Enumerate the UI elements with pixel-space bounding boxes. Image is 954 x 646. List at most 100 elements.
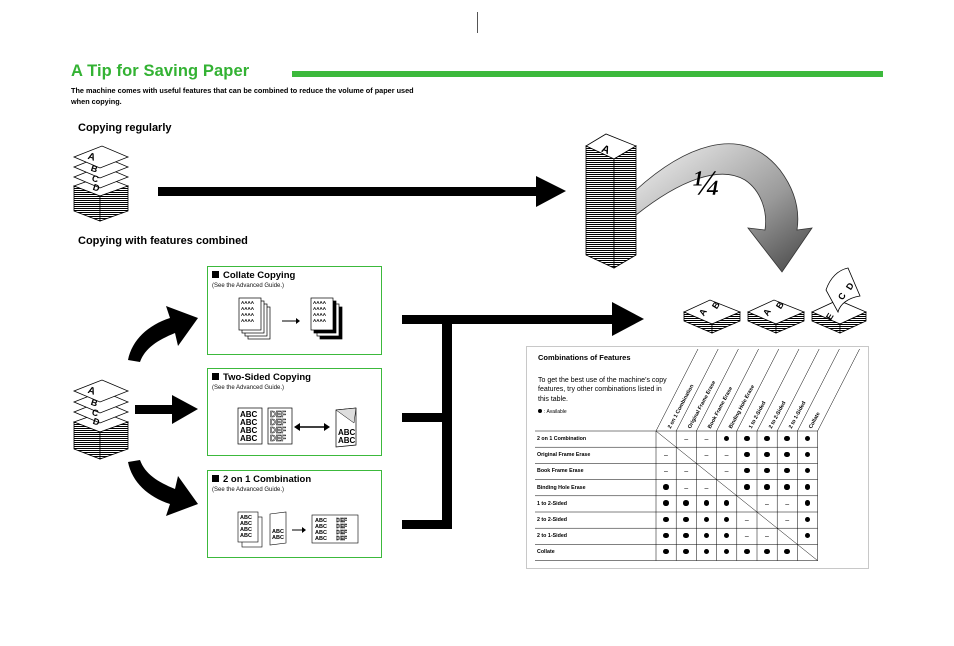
page-crop-mark: [477, 12, 478, 33]
available-dot-icon: [797, 512, 817, 528]
svg-text:B: B: [710, 299, 722, 310]
two-on-one-box: 2 on 1 Combination (See the Advanced Gui…: [207, 470, 382, 558]
svg-text:ABC: ABC: [240, 410, 258, 419]
available-dot-icon: [737, 447, 757, 463]
svg-text:ABC: ABC: [272, 529, 284, 535]
available-dot-icon: [717, 528, 737, 544]
available-dot-icon: [797, 447, 817, 463]
available-dot-icon: [676, 512, 696, 528]
svg-text:DEF: DEF: [336, 524, 348, 530]
svg-text:DEF: DEF: [270, 434, 286, 443]
svg-text:DEF: DEF: [270, 410, 286, 419]
available-dot-icon: [696, 544, 716, 560]
svg-text:ABC: ABC: [240, 521, 252, 527]
svg-text:D: D: [844, 280, 856, 291]
svg-text:DEF: DEF: [336, 518, 348, 524]
output-stack-1: A B: [683, 299, 742, 334]
svg-text:DEF: DEF: [336, 536, 348, 542]
combo-row-label: 1 to 2-Sided: [537, 500, 568, 507]
merge-bracket: [402, 302, 644, 529]
svg-text:A: A: [86, 385, 96, 398]
unavailable-dash: –: [724, 452, 729, 460]
available-dot-icon: [737, 431, 757, 447]
unavailable-dash: –: [684, 468, 689, 476]
original-stack-top: A B C D: [72, 145, 130, 222]
feature-arrows: [128, 306, 198, 516]
svg-text:DEF: DEF: [270, 418, 286, 427]
combo-row-label: Original Frame Erase: [537, 452, 591, 459]
output-stack-3: E C D: [811, 267, 867, 334]
svg-text:D: D: [92, 182, 102, 194]
fraction-label: ¼: [692, 163, 719, 203]
svg-text:AAAA: AAAA: [313, 306, 327, 311]
combinations-description: To get the best use of the machine’s cop…: [538, 377, 667, 403]
original-stack-combined: A B C D: [72, 379, 130, 460]
collate-copying-box: Collate Copying (See the Advanced Guide.…: [207, 266, 382, 355]
two-sided-copying-ref: (See the Advanced Guide.): [212, 385, 285, 391]
svg-text:AAAA: AAAA: [313, 318, 327, 323]
unavailable-dash: –: [744, 517, 749, 524]
available-dot-icon: [656, 496, 676, 512]
tall-output-stack: A: [585, 133, 637, 269]
svg-text:E: E: [824, 311, 836, 321]
available-dot-icon: [717, 496, 737, 512]
page-title: A Tip for Saving Paper: [71, 62, 250, 80]
available-dot-icon: [676, 544, 696, 560]
combo-row-label: Binding Hole Erase: [537, 484, 586, 491]
unavailable-dash: –: [785, 517, 790, 524]
unavailable-dash: –: [724, 468, 729, 476]
section-copying-combined: Copying with features combined: [78, 235, 248, 247]
available-dot-icon: [696, 528, 716, 544]
available-dot-icon: [676, 528, 696, 544]
available-dot-icon: [757, 431, 777, 447]
svg-text:AAAA: AAAA: [313, 312, 327, 317]
unavailable-dash: –: [664, 452, 668, 460]
svg-text:AAAA: AAAA: [241, 306, 255, 311]
svg-text:ABC: ABC: [240, 434, 258, 443]
svg-text:ABC: ABC: [338, 436, 356, 445]
available-dot-icon: [797, 528, 817, 544]
svg-text:A: A: [86, 151, 96, 164]
svg-text:B: B: [90, 163, 100, 175]
two-on-one-title: 2 on 1 Combination: [212, 474, 311, 485]
title-underline: [292, 71, 883, 77]
tall-stack-letter: A: [600, 143, 612, 157]
svg-text:ABC: ABC: [315, 524, 327, 530]
unavailable-dash: –: [704, 452, 709, 460]
available-dot-icon: [777, 463, 797, 479]
available-dot-icon: [656, 512, 676, 528]
svg-text:ABC: ABC: [240, 515, 252, 521]
unavailable-dash: –: [785, 500, 790, 508]
available-dot-icon: [676, 496, 696, 512]
svg-text:C: C: [836, 290, 848, 301]
svg-text:DEF: DEF: [336, 530, 348, 536]
available-dot-icon: [797, 496, 817, 512]
unavailable-dash: –: [704, 484, 709, 492]
svg-text:AAAA: AAAA: [241, 300, 255, 305]
svg-text:ABC: ABC: [315, 518, 327, 524]
regular-arrow: [158, 176, 566, 207]
unavailable-dash: –: [704, 436, 709, 443]
available-dot-icon: [656, 528, 676, 544]
svg-text:ABC: ABC: [315, 536, 327, 542]
svg-text:ABC: ABC: [240, 533, 252, 539]
combo-row-label: 2 on 1 Combination: [537, 436, 587, 442]
two-on-one-ref: (See the Advanced Guide.): [212, 487, 285, 493]
available-dot-icon: [656, 480, 676, 496]
available-dot-icon: [717, 544, 737, 560]
unavailable-dash: –: [684, 436, 689, 443]
available-dot-icon: [696, 512, 716, 528]
available-dot-icon: [717, 431, 737, 447]
svg-text:DEF: DEF: [270, 426, 286, 435]
available-dot-icon: [538, 409, 542, 413]
svg-text:D: D: [92, 416, 102, 428]
square-bullet-icon: [212, 373, 219, 380]
available-dot-icon: [696, 496, 716, 512]
available-dot-icon: [717, 512, 737, 528]
svg-text:ABC: ABC: [272, 535, 284, 541]
output-stack-2: A B: [747, 299, 806, 334]
unavailable-dash: –: [664, 468, 668, 476]
